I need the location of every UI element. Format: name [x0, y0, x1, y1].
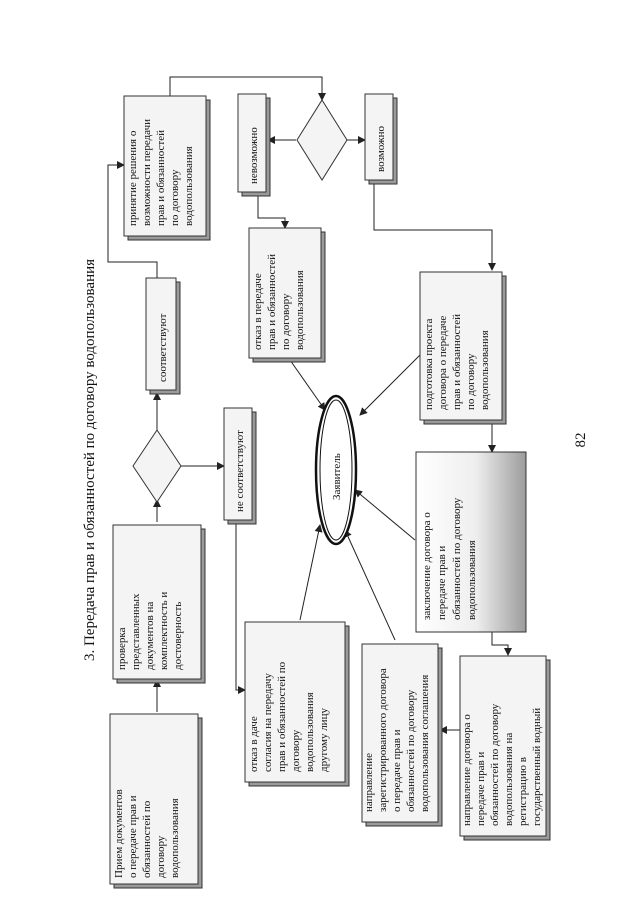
- svg-text:проверка представленных: проверка представленных документов на ко…: [116, 589, 184, 670]
- box-nevozmozhno: невозможно: [237, 93, 271, 197]
- box-zaklyuchenie: заключение договора о передаче прав и об…: [415, 451, 527, 633]
- connectors: [107, 76, 512, 734]
- svg-text:невозможно: невозможно: [248, 127, 260, 184]
- box-otkaz-soglasia: отказ в даче согласия на передачу прав и…: [244, 621, 350, 787]
- svg-text:Заявитель: Заявитель: [331, 453, 343, 500]
- box-ne-sootvetstvuyut: не соответствуют: [223, 407, 257, 525]
- svg-text:направление договора о п: направление договора о передаче прав и о…: [461, 701, 543, 826]
- box-prinyatie: принятие решения о возможности передачи …: [123, 95, 211, 241]
- box-proverka: проверка представленных документов на ко…: [112, 524, 206, 684]
- decision-diamond-completeness: [132, 429, 182, 503]
- page-number: 82: [573, 433, 589, 448]
- svg-text:возможно: возможно: [375, 126, 387, 172]
- box-otkaz-peredache: отказ в передаче прав и обязанностей по …: [248, 227, 326, 363]
- svg-text:соответствуют: соответствуют: [157, 313, 169, 382]
- box-sootvetstvuyut: соответствуют: [145, 277, 181, 395]
- svg-text:заключение договора о пе: заключение договора о передаче прав и об…: [421, 495, 478, 620]
- diagram-title: 3. Передача прав и обязанностей по догов…: [82, 259, 98, 661]
- svg-text:отказ в даче согласия на: отказ в даче согласия на передачу прав и…: [248, 659, 330, 772]
- box-priem: Прием документов о передаче прав и обяза…: [109, 713, 203, 889]
- node-zayavitel: Заявитель: [314, 394, 358, 546]
- svg-text:отказ в передаче прав и: отказ в передаче прав и обязанностей по …: [252, 251, 306, 350]
- box-vozmozhno: возможно: [364, 93, 398, 185]
- box-podgotovka: подготовка проекта договора о передаче п…: [419, 271, 507, 425]
- box-napravlenie-registraciya: направление договора о передаче прав и о…: [459, 655, 551, 841]
- decision-diamond-possibility: [296, 99, 348, 181]
- svg-text:не соответствуют: не соответствуют: [234, 430, 246, 512]
- svg-text:подготовка проекта догов: подготовка проекта договора о передаче п…: [423, 311, 491, 410]
- svg-text:принятие решения о возмо: принятие решения о возможности передачи …: [127, 116, 195, 226]
- svg-text:направление зарегистриро: направление зарегистрированного договора…: [363, 666, 431, 813]
- box-napravlenie-zaregistrirovannogo: направление зарегистрированного договора…: [361, 643, 443, 827]
- svg-text:Прием документов о перед: Прием документов о передаче прав и обяза…: [113, 787, 181, 878]
